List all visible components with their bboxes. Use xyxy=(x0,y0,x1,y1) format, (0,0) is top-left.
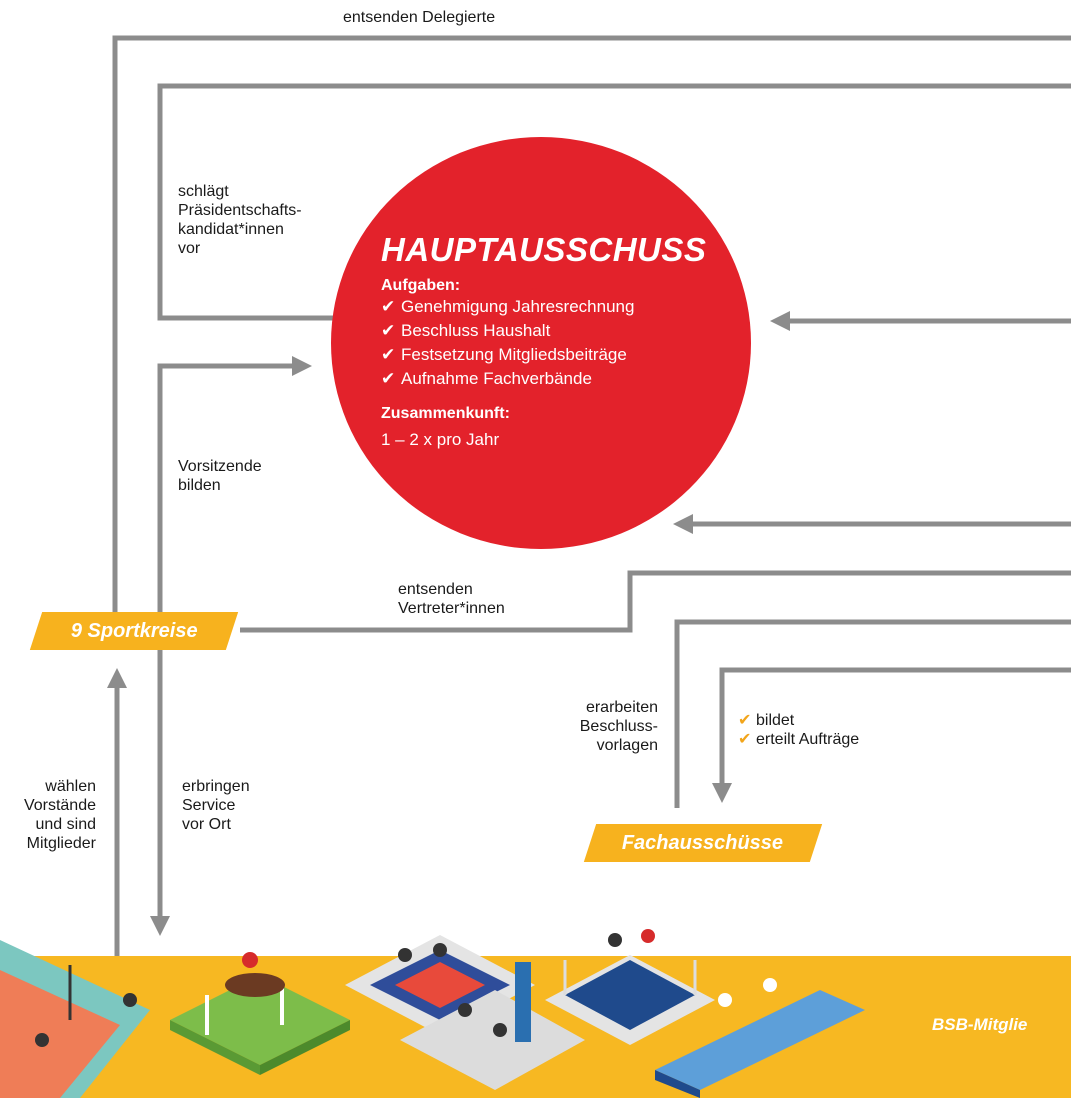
task-item: ✔Genehmigung Jahresrechnung xyxy=(381,297,635,316)
label-service: erbringen Service vor Ort xyxy=(182,778,250,833)
connector-propose-candidates xyxy=(157,83,1071,321)
meeting-heading: Zusammenkunft: xyxy=(381,405,510,422)
connector-send-reps xyxy=(240,570,1071,633)
task-item: ✔Beschluss Haushalt xyxy=(381,321,551,340)
check-icon: ✔ xyxy=(381,321,396,340)
shooting-icon xyxy=(400,962,585,1090)
tasks-heading: Aufgaben: xyxy=(381,277,461,294)
check-icon: ✔ xyxy=(381,345,396,364)
connector-delegates xyxy=(112,35,1071,612)
label-send-representatives: entsenden Vertreter*innen xyxy=(398,581,505,617)
label-elect: wählen Vorstände und sind Mitglieder xyxy=(23,778,96,852)
connector-prepare xyxy=(674,619,1071,808)
volleyball-court-icon xyxy=(0,940,150,1098)
boxing-ring-icon xyxy=(545,929,715,1045)
task-item: ✔Aufnahme Fachverbände xyxy=(381,369,592,388)
task-item: ✔Festsetzung Mitgliedsbeiträge xyxy=(381,345,627,364)
committee-title: HAUPTAUSSCHUSS xyxy=(381,231,707,268)
label-delegates: entsenden Delegierte xyxy=(343,9,496,26)
check-icon: ✔ xyxy=(738,712,752,729)
fencing-icon xyxy=(655,978,865,1098)
check-icon: ✔ xyxy=(381,297,396,316)
check-icon: ✔ xyxy=(381,369,396,388)
hauptausschuss-circle: HAUPTAUSSCHUSS Aufgaben: ✔Genehmigung Ja… xyxy=(331,137,751,549)
check-icon: ✔ xyxy=(738,731,752,748)
members-banner: BSB-Mitglie xyxy=(932,1015,1028,1034)
label-propose-candidates: schlägt Präsidentschafts- kandidat*innen… xyxy=(178,183,302,257)
label-forms: ✔bildet ✔erteilt Aufträge xyxy=(738,712,860,748)
connector-forms xyxy=(712,667,1071,803)
connector-chairs xyxy=(157,356,312,612)
label-prepare: erarbeiten Beschluss- vorlagen xyxy=(579,699,658,754)
show-jumping-icon xyxy=(170,952,350,1075)
meeting-frequency: 1 – 2 x pro Jahr xyxy=(381,430,500,449)
label-chairs: Vorsitzende bilden xyxy=(178,458,262,494)
